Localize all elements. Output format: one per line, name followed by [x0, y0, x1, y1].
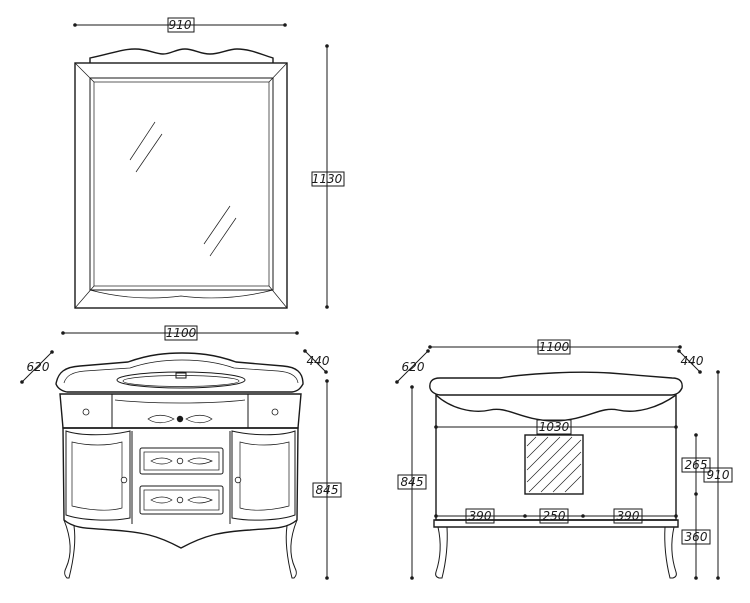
mirror-reflection [129, 121, 237, 257]
mirror-crown [89, 48, 274, 63]
front-depth-left-dimension: 620 [20, 350, 54, 384]
vanity-back-view: 1100 620 440 1030 [395, 339, 733, 580]
front-right-door [231, 430, 296, 521]
mirror-glass [93, 81, 270, 287]
back-width-dimension: 1100 [428, 339, 682, 355]
back-vertical-upper-label: 265 [685, 458, 708, 472]
front-right-leg [285, 519, 298, 579]
front-center-drawer-2 [139, 485, 224, 515]
front-depth-right-dimension: 440 [303, 349, 330, 374]
back-height-right-dimension: 910 [703, 370, 733, 580]
front-cabinet-body [62, 427, 299, 549]
back-inner-width-label: 1030 [539, 420, 570, 434]
front-depth-right-label: 440 [307, 354, 330, 368]
back-vertical-split-dimension: 265 360 [681, 433, 711, 580]
mirror-height-dimension: 1130 [311, 44, 345, 309]
back-panel [435, 393, 677, 521]
front-center-drawer-1 [139, 447, 224, 475]
back-vertical-lower-label: 360 [685, 530, 708, 544]
back-right-leg [664, 526, 677, 579]
back-height-left-dimension: 845 [397, 385, 427, 580]
back-base [433, 519, 679, 528]
back-height-right-label: 910 [707, 468, 730, 482]
mirror-width-dimension: 910 [73, 17, 287, 33]
front-height-dimension: 845 [312, 379, 342, 580]
mirror-frame-outer [74, 62, 288, 309]
back-depth-right-label: 440 [681, 354, 704, 368]
front-height-label: 845 [316, 483, 339, 497]
back-inner-width-dimension: 1030 [434, 419, 678, 435]
mirror-width-label: 910 [169, 18, 192, 32]
front-left-leg [63, 519, 76, 579]
mirror-frame-inner [89, 77, 274, 291]
mirror-view: 910 1130 [73, 17, 345, 309]
back-left-leg [435, 526, 448, 579]
back-service-opening [524, 434, 584, 495]
back-spacing-right-label: 390 [617, 509, 640, 523]
knob-icon [271, 408, 279, 416]
back-countertop [429, 371, 683, 396]
back-depth-left-dimension: 620 [395, 349, 430, 384]
front-basin [116, 371, 246, 389]
back-spacing-dimension: 390 250 390 [434, 508, 678, 524]
front-depth-left-label: 620 [27, 360, 50, 374]
back-spacing-left-label: 390 [469, 509, 492, 523]
front-left-door [65, 430, 131, 521]
back-spacing-mid-label: 250 [543, 509, 566, 523]
front-countertop [55, 352, 304, 393]
knob-icon [82, 408, 90, 416]
front-width-dimension: 1100 [61, 325, 299, 341]
front-width-label: 1100 [166, 326, 197, 340]
back-depth-right-dimension: 440 [677, 349, 704, 374]
back-height-left-label: 845 [401, 475, 424, 489]
vanity-front-view: 1100 620 440 [20, 325, 342, 580]
front-faucet [175, 372, 187, 379]
back-depth-left-label: 620 [402, 360, 425, 374]
mirror-height-label: 1130 [312, 172, 343, 186]
back-width-label: 1100 [539, 340, 570, 354]
front-top-handle [147, 414, 213, 424]
